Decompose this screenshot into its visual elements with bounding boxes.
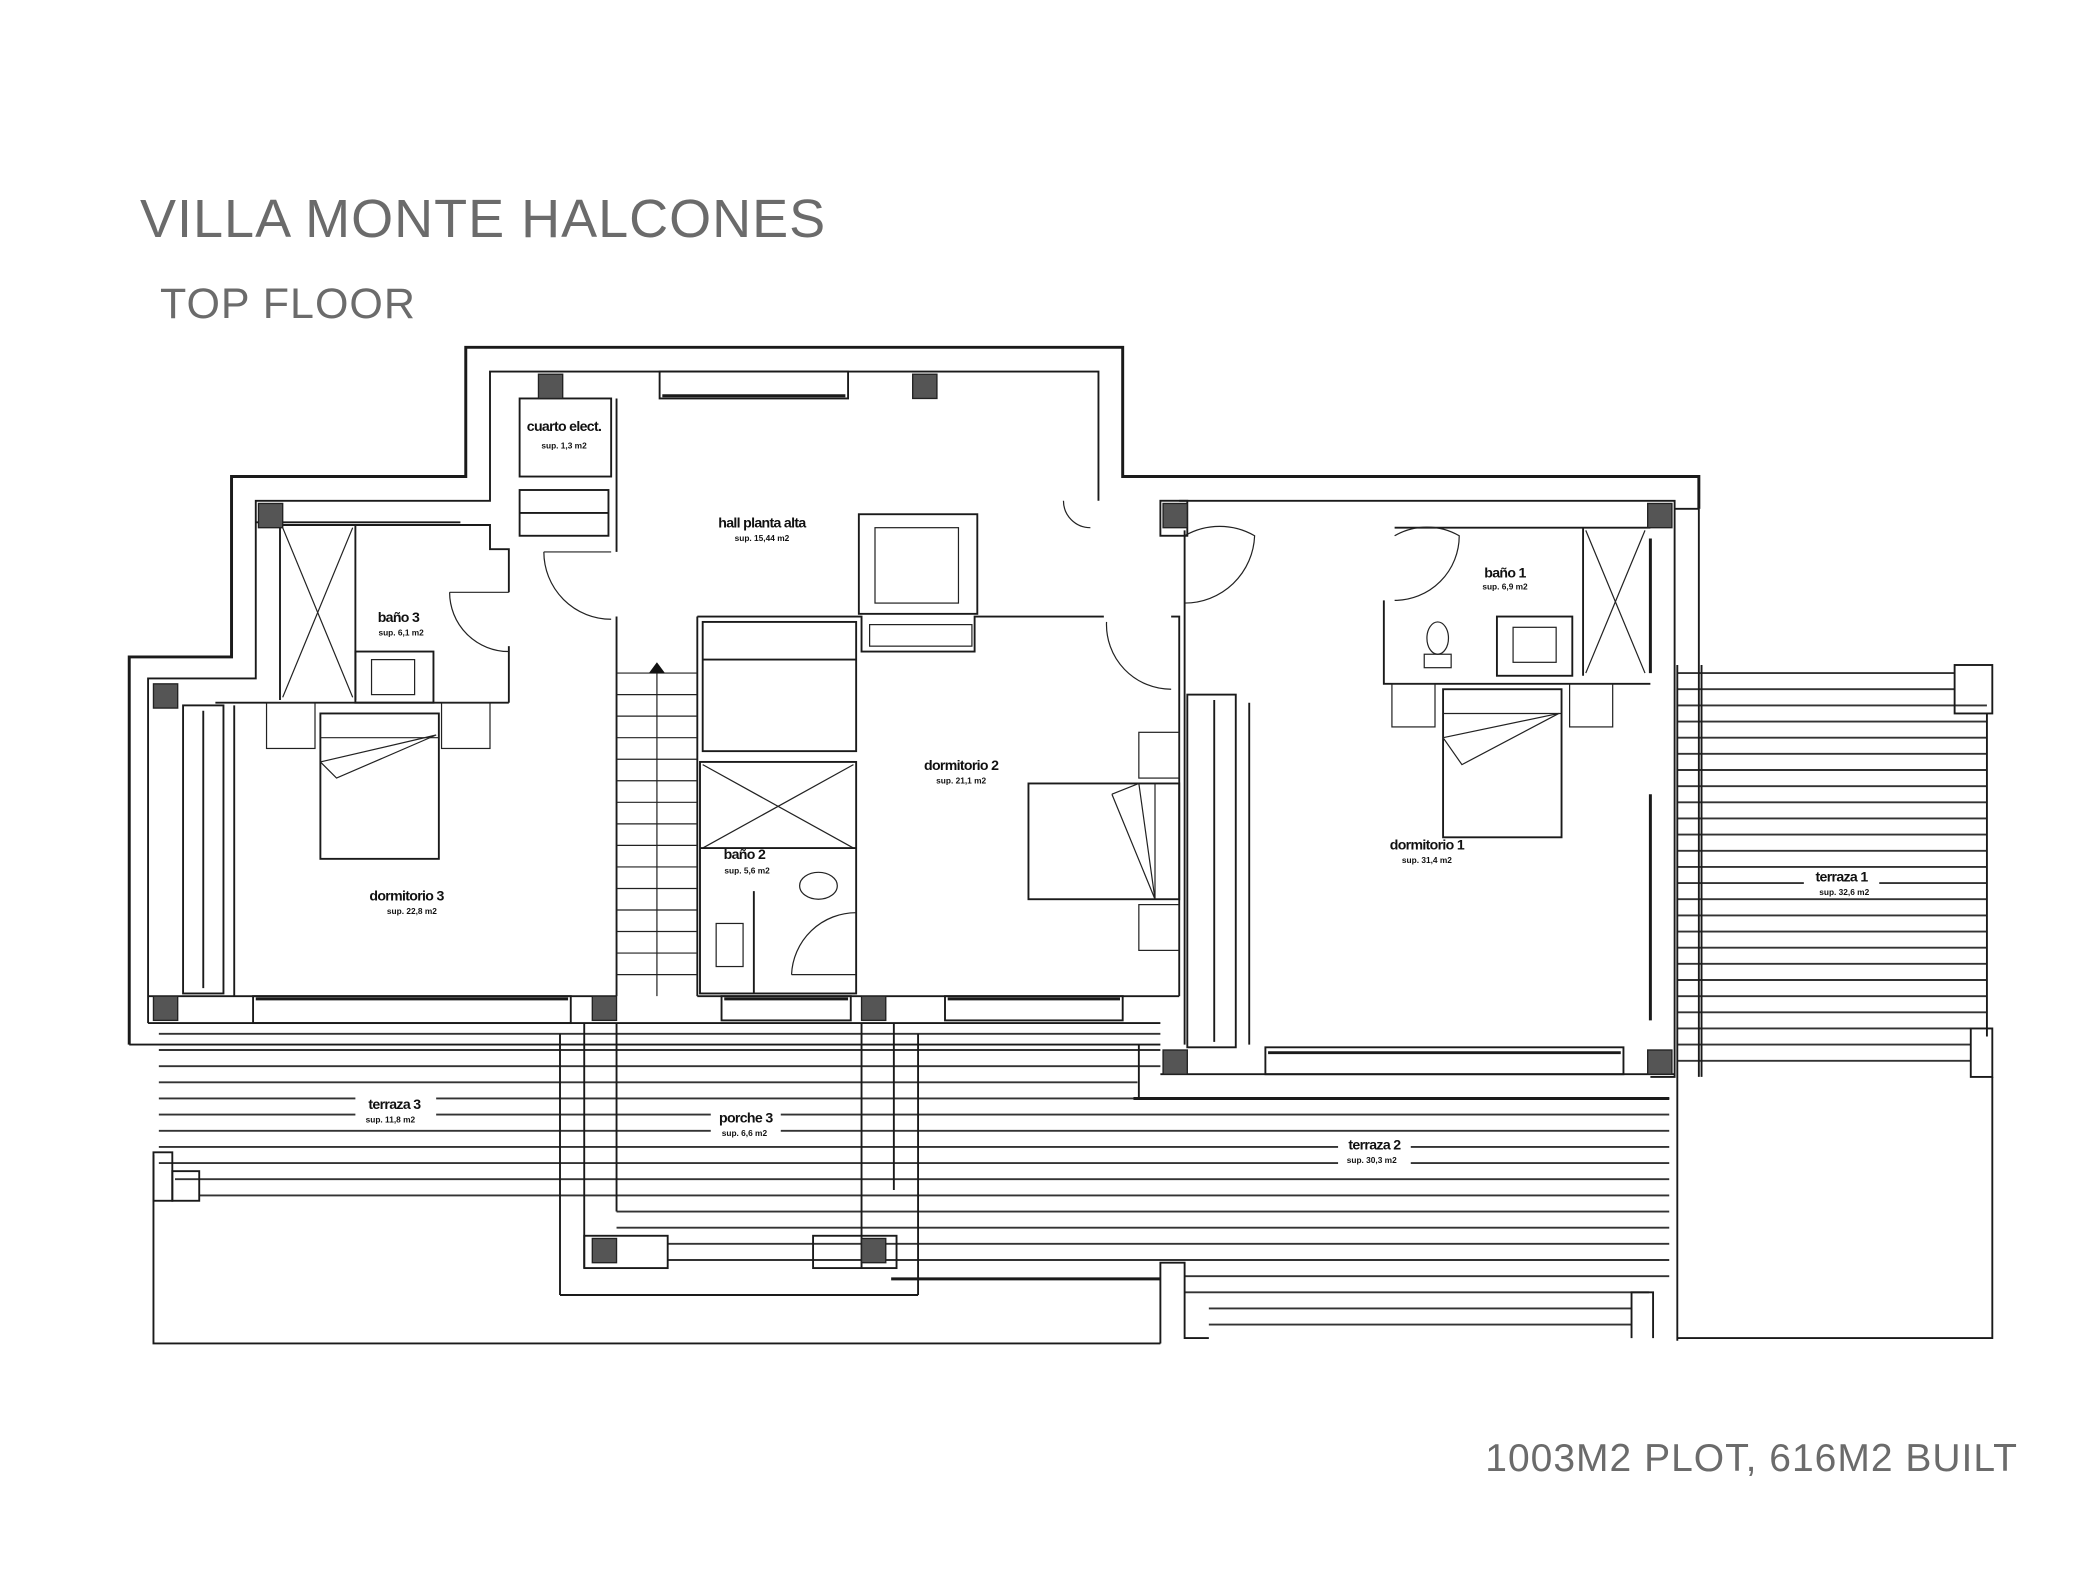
interior-walls: [148, 397, 1670, 1344]
floor-subtitle: TOP FLOOR: [160, 280, 416, 328]
room-area-bano2: sup. 5,6 m2: [724, 866, 770, 876]
room-area-terraza2: sup. 30,3 m2: [1347, 1155, 1397, 1165]
room-label-porche3: porche 3: [719, 1110, 773, 1126]
room-labels: cuarto elect. sup. 1,3 m2 hall planta al…: [355, 418, 1880, 1166]
plot-summary: 1003M2 PLOT, 616M2 BUILT: [1485, 1437, 2018, 1480]
room-label-cuarto-elect: cuarto elect.: [527, 418, 601, 434]
room-area-dormitorio1: sup. 31,4 m2: [1402, 855, 1452, 865]
room-area-dormitorio3: sup. 22,8 m2: [387, 906, 437, 916]
room-area-dormitorio2: sup. 21,1 m2: [936, 775, 986, 785]
room-label-bano2: baño 2: [724, 846, 766, 862]
room-area-terraza1: sup. 32,6 m2: [1819, 887, 1869, 897]
room-area-hall: sup. 15,44 m2: [735, 533, 790, 543]
staircase: [616, 662, 698, 997]
room-area-cuarto-elect: sup. 1,3 m2: [541, 440, 587, 450]
room-label-hall: hall planta alta: [718, 515, 806, 531]
structural-columns: [152, 373, 1673, 1264]
room-label-bano1: baño 1: [1484, 565, 1526, 581]
room-area-bano1: sup. 6,9 m2: [1482, 582, 1528, 592]
room-label-dormitorio3: dormitorio 3: [369, 888, 444, 904]
page-title: VILLA MONTE HALCONES: [140, 189, 827, 249]
room-label-dormitorio2: dormitorio 2: [924, 757, 999, 773]
site-outline: [152, 664, 1994, 1345]
room-area-porche3: sup. 6,6 m2: [722, 1128, 768, 1138]
terrace-decking: [158, 665, 1988, 1341]
room-label-dormitorio1: dormitorio 1: [1390, 836, 1465, 852]
room-label-bano3: baño 3: [378, 609, 420, 625]
exterior-walls: [127, 345, 1701, 1100]
doors: [449, 500, 1460, 976]
room-label-terraza3: terraza 3: [368, 1096, 421, 1112]
room-label-terraza2: terraza 2: [1348, 1137, 1401, 1153]
room-area-terraza3: sup. 11,8 m2: [366, 1115, 416, 1125]
room-label-terraza1: terraza 1: [1816, 869, 1869, 885]
room-area-bano3: sup. 6,1 m2: [378, 627, 424, 637]
